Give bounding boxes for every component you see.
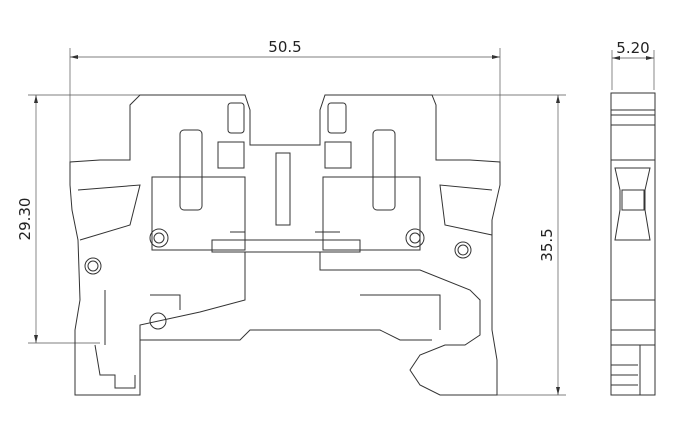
front-view — [69, 94, 501, 396]
thickness-dimension: 5.20 — [611, 39, 655, 90]
thickness-label: 5.20 — [616, 39, 649, 57]
width-dimension: 50.5 — [69, 38, 501, 165]
width-label: 50.5 — [268, 38, 301, 56]
rail-height-dimension: 29.30 — [16, 94, 140, 344]
side-view — [610, 92, 656, 396]
rail-height-label: 29.30 — [16, 198, 34, 241]
total-height-label: 35.5 — [538, 228, 556, 261]
total-height-dimension: 35.5 — [432, 94, 566, 396]
